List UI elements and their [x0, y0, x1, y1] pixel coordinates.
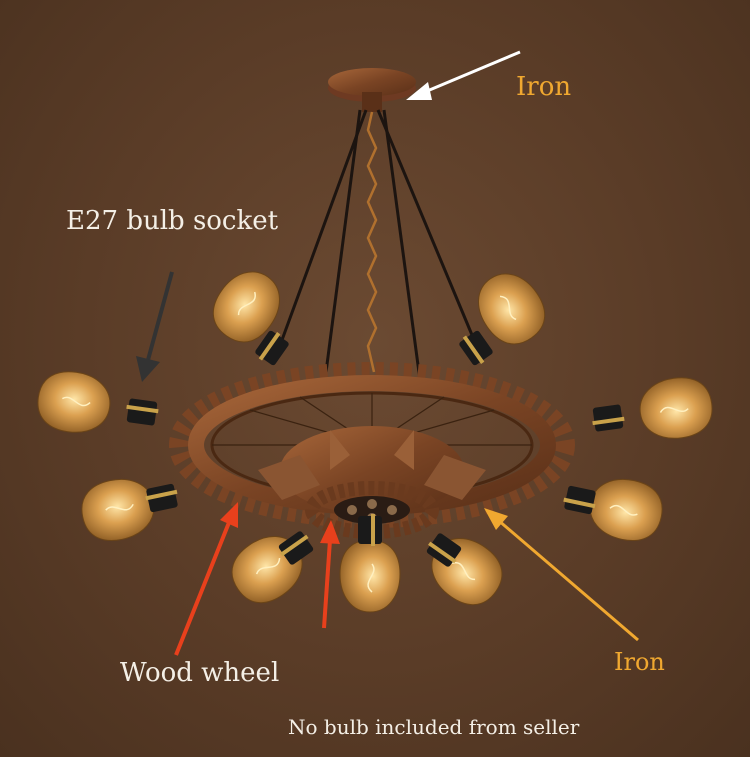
- arrow-iron-top: [406, 50, 521, 100]
- iron-top-label: Iron: [516, 72, 572, 102]
- bulb-center: [339, 539, 401, 613]
- arrow-iron-right: [484, 508, 639, 642]
- suspension-cables: [280, 109, 474, 381]
- bulb-left-wide: [33, 366, 115, 438]
- bulb-right-wide: [635, 372, 717, 444]
- arrow-wood-wheel-left: [174, 502, 238, 656]
- arrow-wood-wheel-center: [320, 520, 340, 629]
- arrow-bulb-socket: [136, 271, 174, 382]
- bulb-left-lower: [75, 472, 161, 548]
- bulb-center-right: [418, 524, 514, 617]
- wood-wheel-label: Wood wheel: [120, 658, 280, 688]
- ceiling-canopy: [328, 68, 416, 112]
- socket-left-wide: [124, 397, 160, 427]
- suspension-chain: [366, 111, 378, 373]
- no-bulb-note: No bulb included from seller: [288, 715, 580, 739]
- bulb-right-lower: [583, 472, 669, 548]
- socket-right-wide: [590, 403, 626, 433]
- socket-center: [358, 514, 382, 546]
- bulb-socket-label: E27 bulb socket: [66, 206, 279, 236]
- inner-hub: [258, 426, 486, 539]
- socket-right-upper: [456, 328, 496, 368]
- iron-right-label: Iron: [614, 648, 665, 676]
